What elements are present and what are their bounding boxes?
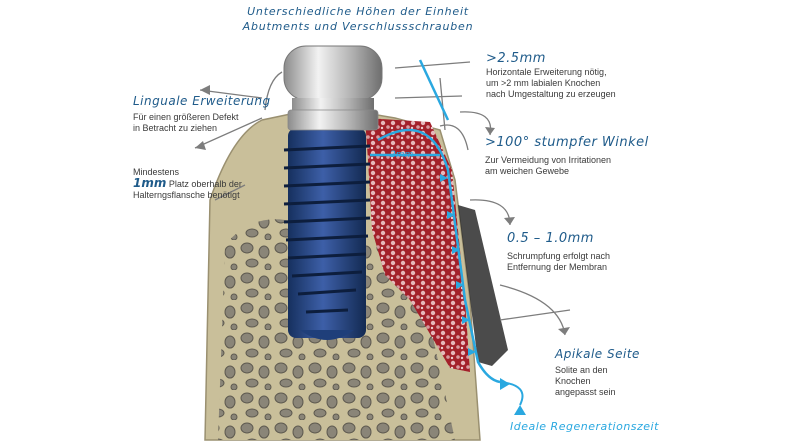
diagram-title: Unterschiedliche Höhen der Einheit Abutm… — [228, 4, 488, 34]
horizontal-description: Horizontale Erweiterung nötig, um >2 mm … — [486, 67, 616, 100]
lingual-heading: Linguale Erweiterung — [133, 94, 271, 108]
lingual-description: Für einen größeren Defekt in Betracht zu… — [133, 112, 239, 134]
title-line-2: Abutments und Verschlussschrauben — [242, 20, 474, 33]
minimum-mm: 1mm — [133, 176, 167, 190]
horizontal-desc-3: nach Umgestaltung zu erzeugen — [486, 89, 616, 99]
bone-graft — [365, 118, 470, 372]
angle-desc-1: Zur Vermeidung von Irritationen — [485, 155, 612, 165]
arrow-icon — [440, 174, 526, 415]
title-line-1: Unterschiedliche Höhen der Einheit — [247, 5, 469, 18]
sketch-arrows — [195, 85, 570, 335]
implant-icon — [283, 128, 371, 340]
apical-description: Solite an den Knochen angepasst sein — [555, 365, 616, 398]
horizontal-desc-1: Horizontale Erweiterung nötig, — [486, 67, 607, 77]
membrane-icon — [370, 59, 501, 384]
shrink-desc-1: Schrumpfung erfolgt nach — [507, 251, 611, 261]
shrink-desc-2: Entfernung der Membran — [507, 262, 608, 272]
minimum-line-3: Halterngsflansche benötigt — [133, 190, 240, 200]
inner-measure-label: 2mm — [390, 150, 414, 160]
angle-description: Zur Vermeidung von Irritationen am weich… — [485, 155, 611, 177]
horizontal-heading: >2.5mm — [486, 51, 546, 66]
minimum-line-1: Mindestens — [133, 167, 180, 177]
abutment-icon — [283, 45, 383, 131]
shrink-description: Schrumpfung erfolgt nach Entfernung der … — [507, 251, 610, 273]
angle-heading: >100° stumpfer Winkel — [485, 135, 649, 150]
lingual-desc-1: Für einen größeren Defekt — [133, 112, 239, 122]
minimum-description: Mindestens 1mm Platz oberhalb der Halter… — [133, 167, 242, 201]
angle-desc-2: am weichen Gewebe — [485, 166, 570, 176]
apical-desc-3: angepasst sein — [555, 387, 616, 397]
ideal-label: Ideale Regenerationszeit — [510, 420, 659, 433]
apical-heading: Apikale Seite — [555, 347, 640, 361]
shrink-heading: 0.5 – 1.0mm — [507, 231, 594, 246]
membrane-strip — [458, 205, 508, 366]
lingual-desc-2: in Betracht zu ziehen — [133, 123, 218, 133]
horizontal-desc-2: um >2 mm labialen Knochen — [486, 78, 601, 88]
minimum-rest: Platz oberhalb der — [168, 179, 242, 189]
apical-desc-1: Solite an den — [555, 365, 608, 375]
apical-desc-2: Knochen — [555, 376, 591, 386]
